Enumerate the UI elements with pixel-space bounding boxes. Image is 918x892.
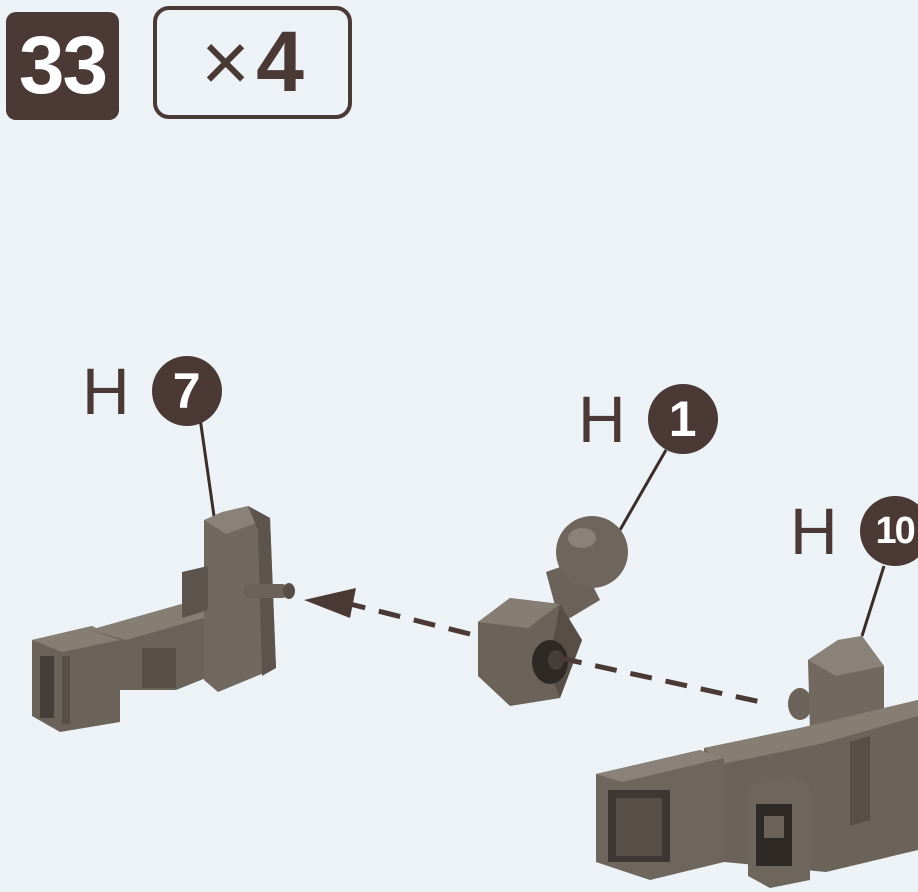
part-h1 <box>478 516 628 706</box>
callout-part-h7: H 7 <box>82 356 222 426</box>
part-number-circle: 7 <box>151 356 222 426</box>
quantity-box: × 4 <box>153 6 352 119</box>
runner-letter: H <box>790 494 838 568</box>
step-number-badge: 33 <box>6 12 119 120</box>
leader-line-h10 <box>860 565 886 637</box>
leader-line-h7 <box>198 417 216 517</box>
callout-part-h1: H 1 <box>578 384 718 454</box>
assembly-arrow <box>304 588 471 637</box>
part-h10 <box>596 636 918 888</box>
step-number: 33 <box>18 20 108 111</box>
runner-letter: H <box>82 354 130 428</box>
assembly-guide-line <box>559 655 771 707</box>
part-number-circle: 10 <box>859 496 918 566</box>
times-symbol: × <box>201 15 251 109</box>
callout-part-h10: H 10 <box>790 496 918 566</box>
quantity-count: 4 <box>256 14 304 110</box>
part-number-circle: 1 <box>647 384 718 454</box>
part-h7 <box>32 506 295 732</box>
runner-letter: H <box>578 382 626 456</box>
leader-line-h1 <box>618 449 668 531</box>
